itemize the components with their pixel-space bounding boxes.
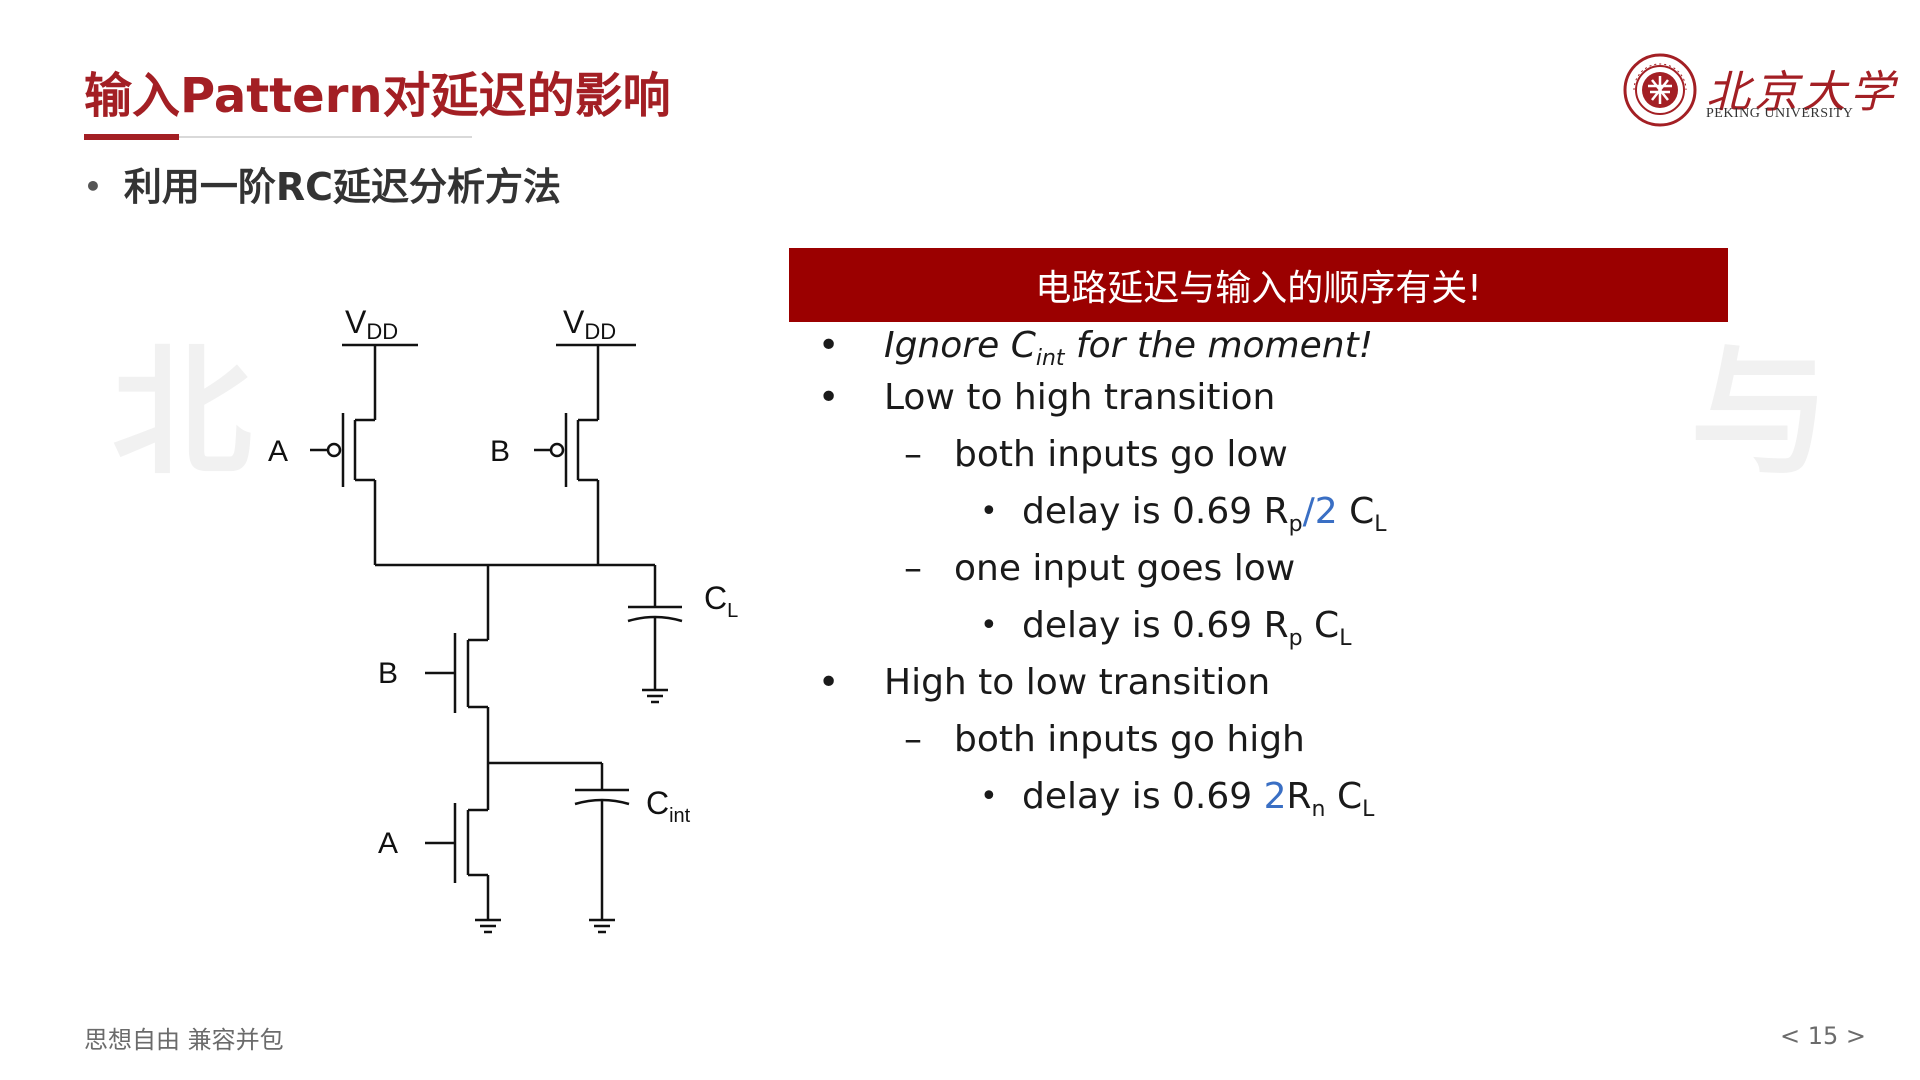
watermark-right: 与 bbox=[1690, 332, 1831, 495]
title-underline bbox=[84, 136, 472, 138]
nmos-top-input-label: B bbox=[378, 657, 398, 690]
nand-gate-circuit: VDD VDD A B B A CL Cint bbox=[268, 304, 738, 934]
list-item-text: High to low transition bbox=[884, 662, 1271, 703]
title-underline-accent bbox=[84, 134, 179, 140]
footer-motto: 思想自由 兼容并包 bbox=[84, 1026, 284, 1054]
main-bullet: • 利用一阶RC延迟分析方法 bbox=[84, 156, 561, 211]
pmos-right-input-label: B bbox=[490, 435, 510, 468]
list-item-text: Low to high transition bbox=[884, 377, 1276, 418]
university-seal-icon bbox=[1623, 53, 1697, 127]
watermark-left: 北 bbox=[112, 332, 253, 495]
internal-cap-label: Cint bbox=[646, 785, 691, 827]
load-cap-label: CL bbox=[704, 580, 738, 622]
logo-name-cn: 北京大学 bbox=[1706, 67, 1898, 118]
slide-title: 输入Pattern对延迟的影响 bbox=[84, 68, 671, 124]
list-item-text: one input goes low bbox=[954, 548, 1296, 589]
page-number: < 15 > bbox=[1780, 1022, 1867, 1050]
nmos-bottom-input-label: A bbox=[378, 827, 398, 860]
logo-name-en: PEKING UNIVERSITY bbox=[1706, 106, 1854, 121]
list-item-text: delay is 0.69 Rp CL bbox=[1022, 605, 1352, 651]
bullet-marker: • bbox=[84, 170, 102, 203]
list-item-text: both inputs go high bbox=[954, 719, 1305, 760]
vdd-left-label: VDD bbox=[345, 304, 398, 344]
university-logo: 北京大学 PEKING UNIVERSITY bbox=[1618, 52, 1894, 130]
list-item-text: delay is 0.69 2Rn CL bbox=[1022, 776, 1375, 822]
vdd-right-label: VDD bbox=[563, 304, 616, 344]
main-bullet-text: 利用一阶RC延迟分析方法 bbox=[123, 165, 562, 209]
list-item-text: both inputs go low bbox=[954, 434, 1288, 475]
list-item-text: delay is 0.69 Rp/2 CL bbox=[1022, 491, 1387, 537]
list-item-text: Ignore Cint for the moment! bbox=[884, 325, 1374, 371]
pmos-left-input-label: A bbox=[268, 435, 288, 468]
highlight-banner: 电路延迟与输入的顺序有关! bbox=[789, 248, 1728, 322]
